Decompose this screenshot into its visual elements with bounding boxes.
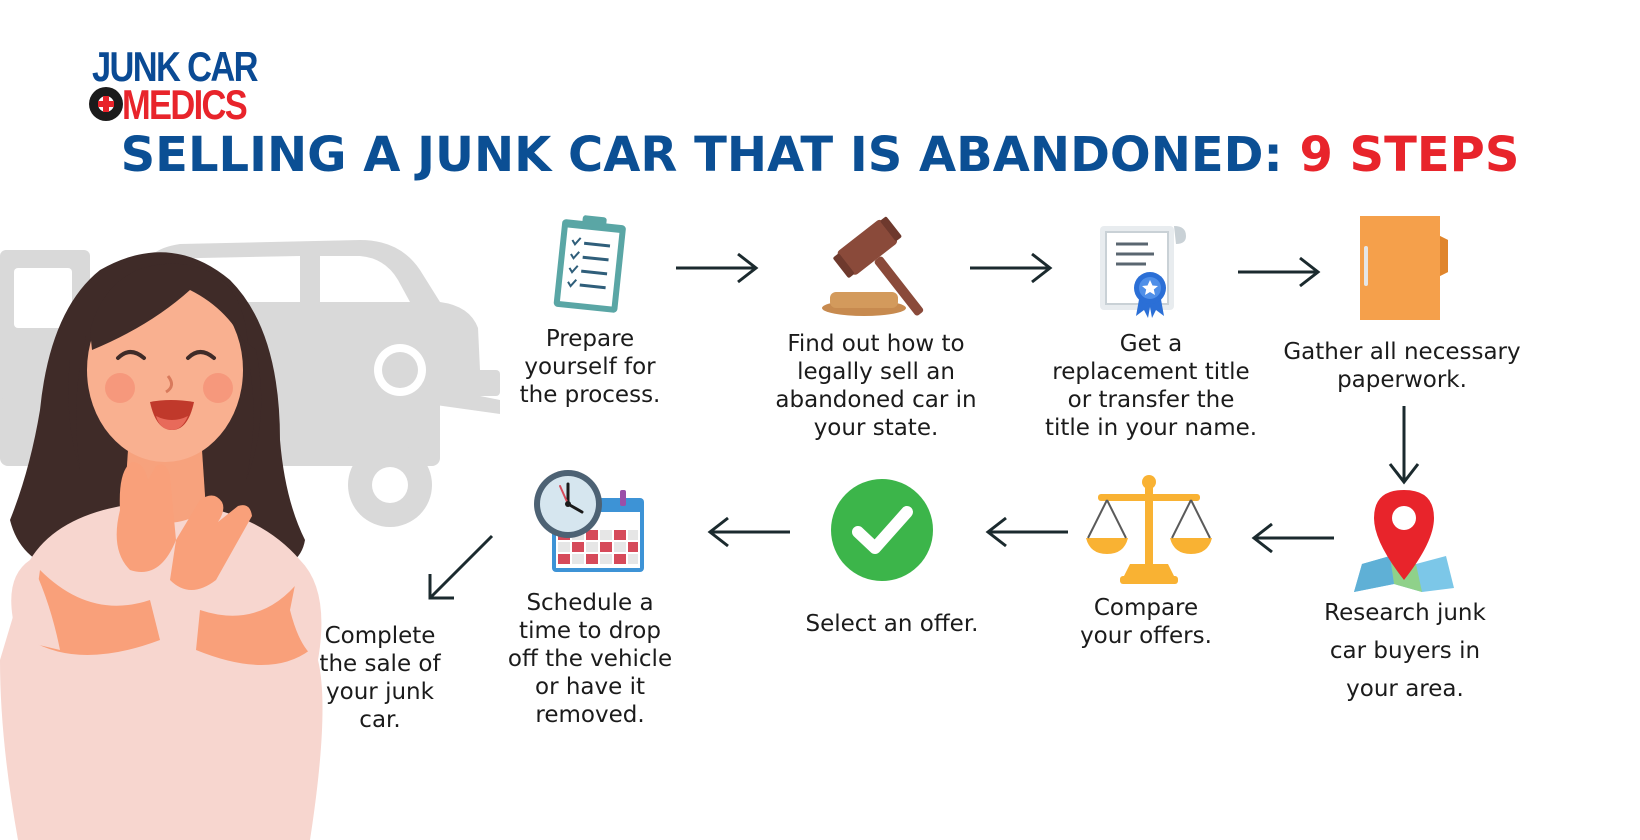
wheel-icon xyxy=(89,87,123,121)
junk-car-medics-logo: JUNK CAR MEDICS xyxy=(88,46,258,126)
map-pin-icon xyxy=(1354,490,1454,592)
arrow-6-to-7 xyxy=(985,516,1068,548)
checkmark-icon xyxy=(831,479,933,581)
scales-icon xyxy=(1086,475,1212,584)
arrow-2-to-3 xyxy=(970,252,1053,284)
step-9-text: Complete the sale of your junk car. xyxy=(319,623,441,733)
step-4-text: Gather all necessary paperwork. xyxy=(1283,339,1521,393)
arrow-4-to-5 xyxy=(1388,406,1420,485)
step-7-text: Select an offer. xyxy=(805,611,979,637)
arrow-8-to-9 xyxy=(428,534,494,600)
step-8-text: Schedule a time to drop off the vehicle … xyxy=(507,590,673,728)
certificate-icon xyxy=(1100,226,1186,318)
folder-icon xyxy=(1360,216,1448,320)
arrow-5-to-6 xyxy=(1251,522,1334,554)
step-2-text: Find out how to legally sell an abandone… xyxy=(775,331,977,441)
step-1-text: Prepare yourself for the process. xyxy=(519,326,661,408)
arrow-7-to-8 xyxy=(707,516,790,548)
step-3-text: Get a replacement title or transfer the … xyxy=(1044,331,1258,441)
title-main: SELLING A JUNK CAR THAT IS ABANDONED: xyxy=(120,127,1300,183)
page-title: SELLING A JUNK CAR THAT IS ABANDONED: 9 … xyxy=(0,124,1640,186)
gavel-icon xyxy=(822,216,924,316)
title-highlight: 9 STEPS xyxy=(1299,127,1520,183)
step-6-text: Compare your offers. xyxy=(1080,595,1212,649)
step-5-text: Research junk car buyers in your area. xyxy=(1324,600,1486,702)
clipboard-icon xyxy=(553,215,626,313)
logo-line-1: JUNK CAR xyxy=(92,43,258,90)
logo-line-2: MEDICS xyxy=(122,81,248,128)
arrow-1-to-2 xyxy=(676,252,759,284)
calendar-clock-icon xyxy=(534,470,644,572)
woman-illustration xyxy=(0,252,323,840)
arrow-3-to-4 xyxy=(1238,256,1321,288)
